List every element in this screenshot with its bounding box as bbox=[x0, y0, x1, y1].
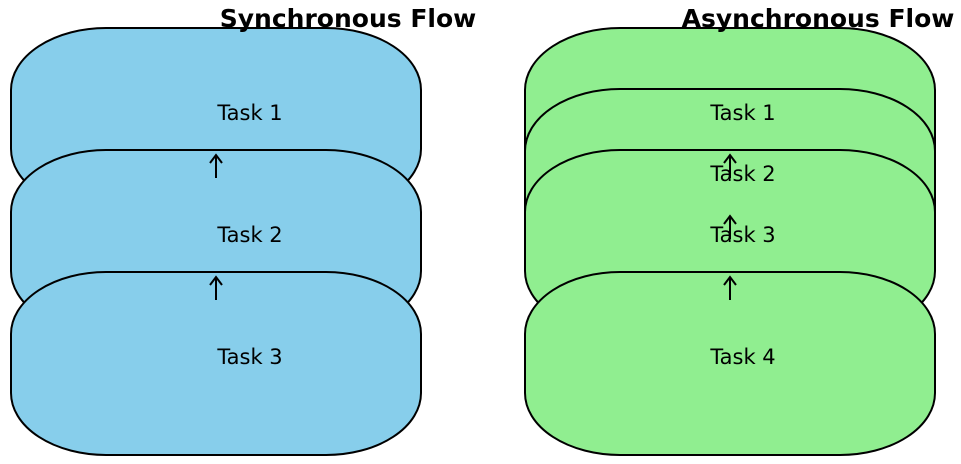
sync-task-3-box bbox=[10, 271, 422, 456]
async-flow-title: Asynchronous Flow bbox=[682, 4, 955, 33]
async-task-3-label: Task 3 bbox=[709, 223, 775, 247]
sync-flow-column: Task 1 Task 2 Task 3 bbox=[10, 27, 422, 456]
async-task-4-label: Task 4 bbox=[709, 345, 775, 369]
async-arrow-3 bbox=[723, 275, 737, 300]
async-task-1-label: Task 1 bbox=[709, 101, 775, 125]
sync-flow-title: Synchronous Flow bbox=[220, 4, 477, 33]
async-arrow-2 bbox=[723, 214, 737, 239]
sync-task-3-label: Task 3 bbox=[216, 345, 282, 369]
async-flow-column: Task 1 Task 2 Task 3 Task 4 bbox=[524, 27, 936, 456]
sync-arrow-1 bbox=[209, 153, 223, 178]
async-arrow-1 bbox=[723, 153, 737, 178]
sync-task-2-label: Task 2 bbox=[216, 223, 282, 247]
sync-arrow-2 bbox=[209, 275, 223, 300]
sync-task-1-label: Task 1 bbox=[216, 101, 282, 125]
async-task-4-box bbox=[524, 271, 936, 456]
async-task-2-label: Task 2 bbox=[709, 162, 775, 186]
